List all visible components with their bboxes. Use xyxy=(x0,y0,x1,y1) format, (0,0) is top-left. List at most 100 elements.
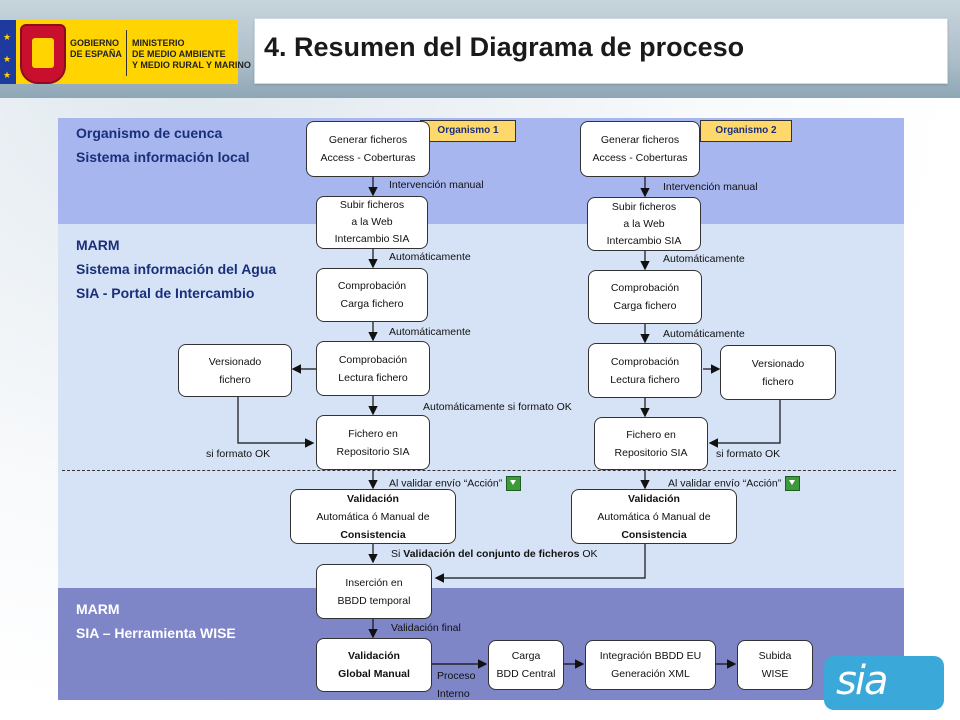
section2-line2: Sistema información del Agua xyxy=(76,261,277,277)
left-versionado-box: Versionado fichero xyxy=(178,344,292,397)
validacion-global-box: Validación Global Manual xyxy=(316,638,432,692)
label-si-formato-left: si formato OK xyxy=(206,448,271,460)
box-text: Validación xyxy=(628,492,680,505)
organismo1-tag: Organismo 1 xyxy=(420,120,516,142)
label-intervencion-right: Intervención manual xyxy=(663,181,758,193)
box-text: Intercambio SIA xyxy=(606,234,682,247)
box-text: WISE xyxy=(761,668,789,680)
box-text: Automática ó Manual de xyxy=(597,510,711,523)
box-text: BBDD temporal xyxy=(337,594,411,607)
gov-line: GOBIERNO xyxy=(70,38,120,48)
box-text: Consistencia xyxy=(621,528,687,541)
eu-flag-strip: ★ ★ ★ xyxy=(0,20,16,84)
ministry-name: MINISTERIO DE MEDIO AMBIENTE Y MEDIO RUR… xyxy=(132,38,251,71)
box-text: Consistencia xyxy=(340,528,406,541)
box-text: Generar ficheros xyxy=(328,134,408,146)
box-text: Versionado xyxy=(751,357,805,370)
title-box xyxy=(254,18,948,84)
left-subir-ficheros-box: Subir ficheros a la Web Intercambio SIA xyxy=(316,196,428,249)
section2-line3: SIA - Portal de Intercambio xyxy=(76,285,255,301)
page-title: 4. Resumen del Diagrama de proceso xyxy=(264,32,745,62)
box-text: Repositorio SIA xyxy=(336,445,410,458)
organismo2-tag: Organismo 2 xyxy=(700,120,792,142)
star-icon: ★ xyxy=(3,32,12,42)
box-text: Fichero en xyxy=(626,428,676,441)
gov-line: DE ESPAÑA xyxy=(70,49,122,59)
box-text: Access - Coberturas xyxy=(320,152,416,164)
box-text: a la Web xyxy=(351,216,393,228)
box-text: fichero xyxy=(219,373,251,386)
label-si-validacion: Si Validación del conjunto de ficheros O… xyxy=(391,548,598,560)
label-si-formato-right: si formato OK xyxy=(716,448,781,460)
label-auto2-right: Automáticamente xyxy=(663,328,745,340)
box-text: Generar ficheros xyxy=(600,134,680,146)
left-fichero-repositorio-box: Fichero en Repositorio SIA xyxy=(316,415,430,470)
right-comprobacion-lectura-box: Comprobación Lectura fichero xyxy=(588,343,702,398)
label-proceso: Proceso xyxy=(437,670,476,682)
right-fichero-repositorio-box: Fichero en Repositorio SIA xyxy=(594,417,708,470)
coat-of-arms-icon xyxy=(20,24,66,84)
label-validacion-final: Validación final xyxy=(391,622,461,634)
sia-logo xyxy=(824,656,944,710)
label-intervencion-left: Intervención manual xyxy=(389,179,484,191)
box-text: Access - Coberturas xyxy=(592,152,688,164)
box-text: Subir ficheros xyxy=(611,200,677,213)
box-text: Comprobación xyxy=(338,353,408,366)
label-text: Si xyxy=(391,548,404,560)
box-text: Inserción en xyxy=(345,576,403,589)
box-text: fichero xyxy=(762,375,794,388)
subida-wise-box: Subida WISE xyxy=(737,640,813,690)
sia-logo-text: sia xyxy=(836,658,888,704)
section3-line2: SIA – Herramienta WISE xyxy=(76,625,236,641)
box-text: Carga fichero xyxy=(613,300,677,312)
box-text: Carga xyxy=(511,650,541,662)
box-text: Generación XML xyxy=(611,668,690,680)
left-generar-ficheros-box: Generar ficheros Access - Coberturas xyxy=(306,121,430,177)
section1-line1: Organismo de cuenca xyxy=(76,125,223,141)
label-text: OK xyxy=(579,548,598,560)
box-text: Integración BBDD EU xyxy=(599,650,702,662)
label-interno: Interno xyxy=(437,688,470,700)
box-text: Validación xyxy=(348,650,400,662)
label-text: Al validar envío “Acción” xyxy=(389,477,503,490)
integracion-bbdd-eu-box: Integración BBDD EU Generación XML xyxy=(585,640,716,690)
label-text-bold: Validación del conjunto de ficheros xyxy=(403,548,580,560)
right-subir-ficheros-box: Subir ficheros a la Web Intercambio SIA xyxy=(587,197,701,251)
ministry-line: DE MEDIO AMBIENTE xyxy=(132,49,226,59)
box-text: a la Web xyxy=(623,217,665,230)
logo-divider xyxy=(126,30,127,76)
dashed-separator xyxy=(62,470,896,471)
box-text: Lectura fichero xyxy=(610,373,680,386)
gov-name: GOBIERNO DE ESPAÑA xyxy=(70,38,122,60)
box-text: Automática ó Manual de xyxy=(316,510,430,523)
star-icon: ★ xyxy=(3,70,12,80)
box-text: BDD Central xyxy=(496,668,556,680)
box-text: Subida xyxy=(758,650,792,662)
star-icon: ★ xyxy=(3,54,12,64)
carga-bdd-central-box: Carga BDD Central xyxy=(488,640,564,690)
box-text: Lectura fichero xyxy=(338,371,408,384)
action-dropdown-icon[interactable] xyxy=(506,476,522,491)
label-auto1-left: Automáticamente xyxy=(389,251,471,263)
label-auto-formato: Automáticamente si formato OK xyxy=(423,401,572,413)
right-generar-ficheros-box: Generar ficheros Access - Coberturas xyxy=(580,121,700,177)
ministry-line: Y MEDIO RURAL Y MARINO xyxy=(132,60,251,70)
box-text: Comprobación xyxy=(610,355,680,368)
box-text: Intercambio SIA xyxy=(334,233,410,245)
box-text: Carga fichero xyxy=(340,298,404,310)
label-text: Al validar envío “Acción” xyxy=(668,477,782,490)
right-versionado-box: Versionado fichero xyxy=(720,345,836,400)
box-text: Fichero en xyxy=(348,427,398,440)
left-comprobacion-carga-box: Comprobación Carga fichero xyxy=(316,268,428,322)
box-text: Repositorio SIA xyxy=(614,446,688,459)
label-auto2-left: Automáticamente xyxy=(389,326,471,338)
action-dropdown-icon[interactable] xyxy=(785,476,801,491)
label-al-validar-left: Al validar envío “Acción” xyxy=(389,476,522,491)
right-comprobacion-carga-box: Comprobación Carga fichero xyxy=(588,270,702,324)
insercion-bbdd-box: Inserción en BBDD temporal xyxy=(316,564,432,619)
ministry-line: MINISTERIO xyxy=(132,38,185,48)
left-validacion-box: Validación Automática ó Manual de Consis… xyxy=(290,489,456,544)
right-validacion-box: Validación Automática ó Manual de Consis… xyxy=(571,489,737,544)
box-text: Subir ficheros xyxy=(339,199,405,211)
